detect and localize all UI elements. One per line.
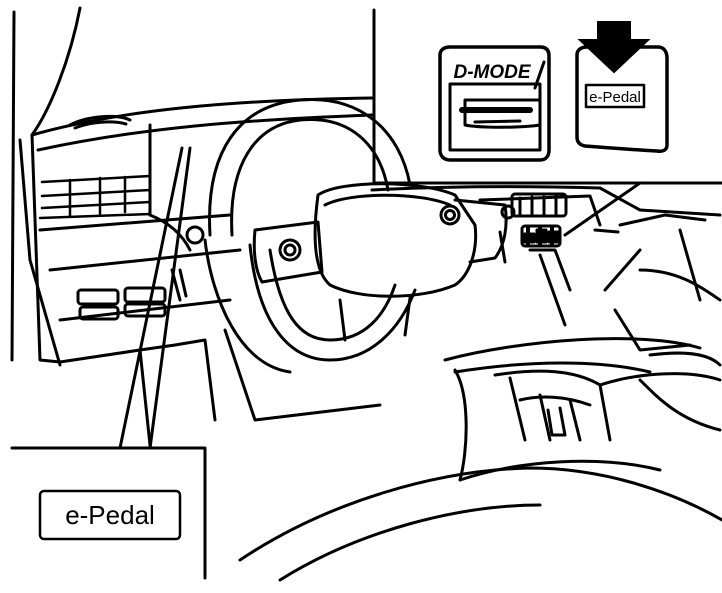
epedal-switch-label: e-Pedal [589,89,641,106]
driver-seat [238,466,722,582]
callout-leader-lines [10,146,207,580]
left-vent [38,174,152,220]
right-door [603,213,722,352]
inset-frame [372,8,722,185]
center-console [443,337,722,482]
dmode-switch [438,45,551,162]
dashboard-body [38,213,242,322]
inset-leader-line [563,181,642,237]
dashboard-top [30,96,374,217]
steering-wheel [203,98,508,374]
press-arrow-icon [577,21,651,74]
dmode-label: D-MODE [453,62,531,83]
callout-label-box [38,489,182,541]
callout-label: e-Pedal [65,500,155,530]
center-dash [370,185,722,327]
left-pillar [10,6,82,367]
footwell [58,328,382,447]
dash-switch-cluster [520,224,562,248]
